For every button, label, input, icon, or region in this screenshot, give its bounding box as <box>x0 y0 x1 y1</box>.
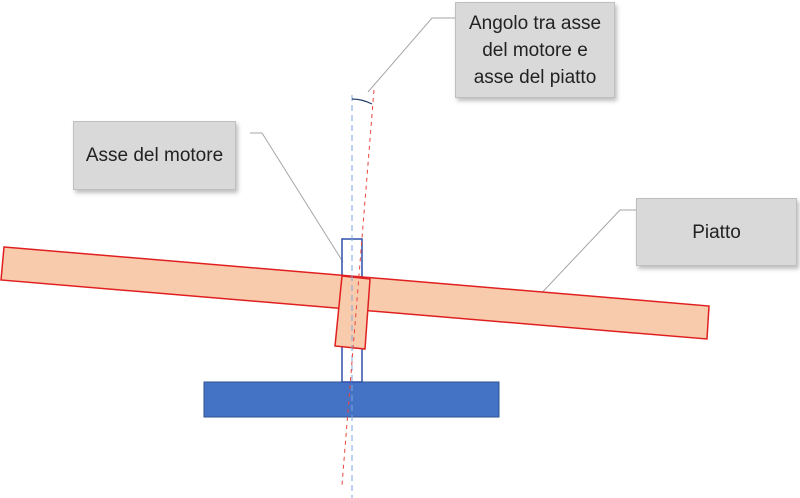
plate-axis-line <box>341 89 375 486</box>
callout-plate-label: Piatto <box>692 221 741 243</box>
callout-plate: Piatto <box>636 198 797 266</box>
angle-arc <box>351 98 373 105</box>
callout-angle: Angolo tra asse del motore e asse del pi… <box>455 2 615 98</box>
plate-hub <box>334 275 371 350</box>
leader-line-plate <box>534 209 636 301</box>
callout-motor-axis-label: Asse del motore <box>85 145 224 166</box>
callout-motor-axis: Asse del motore <box>73 121 236 190</box>
callout-angle-label: Angolo tra asse del motore e asse del pi… <box>468 12 602 88</box>
leader-line-angle <box>367 17 455 93</box>
leader-line-motor-axis <box>250 132 344 263</box>
